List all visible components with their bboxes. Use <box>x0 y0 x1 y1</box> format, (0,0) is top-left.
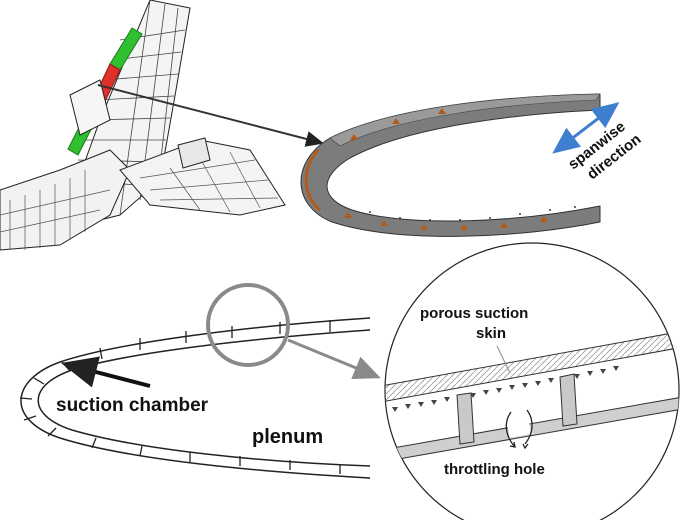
throttling-hole-label: throttling hole <box>444 461 545 478</box>
suction-chamber-arrow <box>61 356 151 388</box>
support-strut-left <box>456 392 475 445</box>
suction-chamber-label: suction chamber <box>56 395 209 416</box>
inner-skin <box>37 329 371 467</box>
porous-skin-leader <box>496 345 511 374</box>
magnified-detail: porous suction skin throttling hole <box>384 242 680 520</box>
throttle-flow-icon <box>505 409 533 450</box>
panel-callout-arrow <box>97 84 324 147</box>
porous-suction-label-line1: porous suction <box>420 305 528 322</box>
support-strut-right <box>559 373 578 427</box>
spanwise-arrow-icon <box>552 102 620 154</box>
inner-wall-band <box>385 393 679 465</box>
chamber-dividers <box>19 320 341 474</box>
porous-suction-label-line2: skin <box>476 325 506 342</box>
zoom-callout-arrow <box>287 338 381 379</box>
zoom-region-circle <box>206 283 290 367</box>
porous-skin-band <box>385 327 679 405</box>
aircraft-tail-drawing <box>0 0 286 251</box>
plenum-label: plenum <box>252 426 323 448</box>
tail-engine-pod <box>69 79 111 136</box>
leading-edge-panel <box>300 93 601 237</box>
